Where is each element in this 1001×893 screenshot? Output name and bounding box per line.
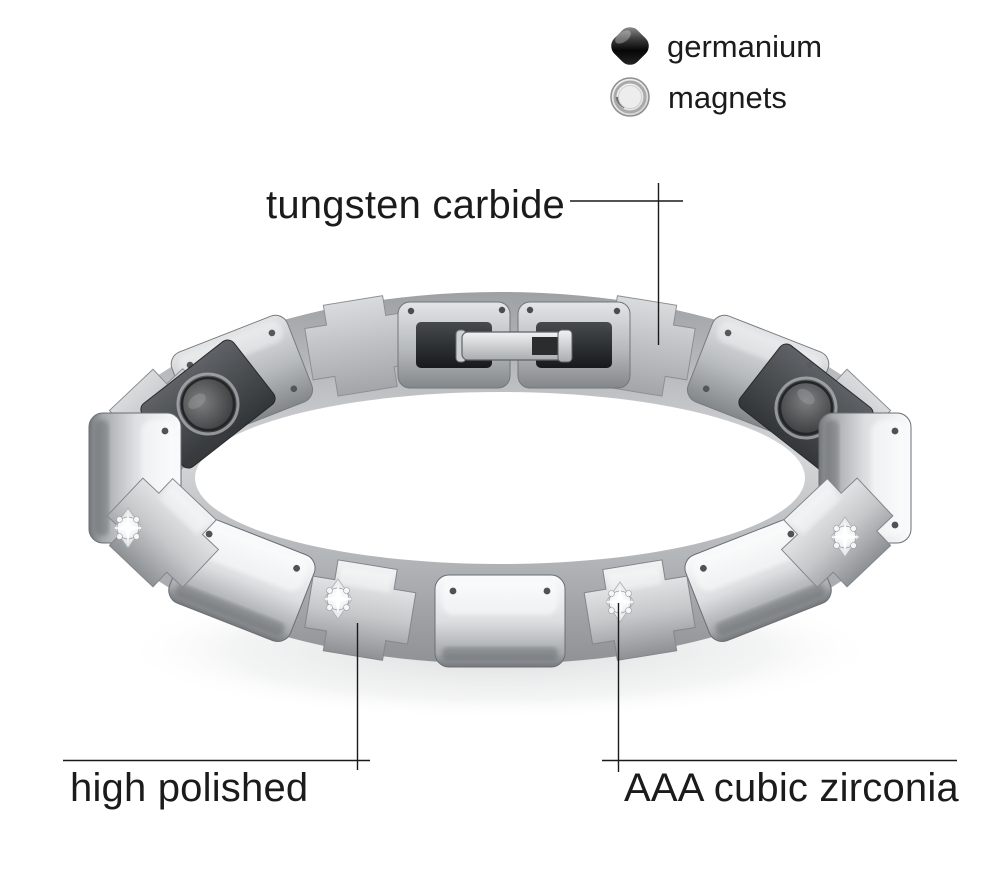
legend-label-magnets: magnets [668, 79, 787, 115]
legend-item-magnets: magnets [606, 76, 822, 118]
callout-lines [63, 183, 957, 772]
clasp [397, 301, 631, 389]
material-legend: germanium magnets [606, 22, 822, 118]
germanium-bead-icon [611, 27, 649, 65]
label-tungsten-carbide: tungsten carbide [266, 183, 565, 227]
label-high-polished: high polished [70, 766, 309, 810]
bracelet [89, 292, 911, 667]
label-aaa-cubic-zirconia: AAA cubic zirconia [624, 766, 959, 810]
legend-label-germanium: germanium [667, 28, 823, 64]
magnet-disc-icon [610, 77, 650, 117]
legend-item-germanium: germanium [606, 22, 822, 70]
